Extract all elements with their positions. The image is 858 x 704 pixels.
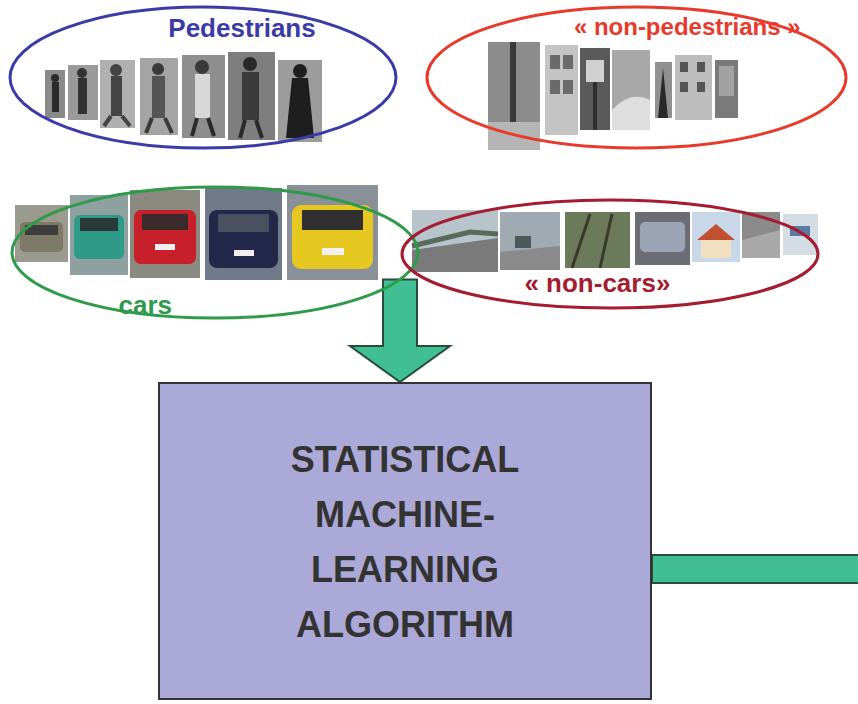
box-label: STATISTICAL MACHINE- LEARNING ALGORITHM <box>270 432 540 652</box>
non-pedestrian-thumbnails <box>488 42 738 150</box>
class-label: Pedestrians <box>168 15 315 41</box>
car-thumbnails <box>15 185 378 280</box>
class-label: « non-cars» <box>524 270 670 296</box>
class-ellipse: cars <box>10 185 420 320</box>
class-label: « non-pedestrians » <box>574 15 801 39</box>
pedestrian-thumbnails <box>45 52 322 142</box>
ellipse-outline <box>10 185 420 320</box>
class-label: cars <box>119 292 173 318</box>
non-car-thumbnails <box>412 210 818 272</box>
algorithm-box: STATISTICAL MACHINE- LEARNING ALGORITHM <box>158 382 652 700</box>
output-arrow <box>652 555 858 583</box>
class-ellipse: « non-pedestrians » <box>425 5 848 150</box>
block-arrow <box>350 279 450 382</box>
class-ellipse: Pedestrians <box>8 5 398 150</box>
class-ellipse: « non-cars» <box>400 198 820 310</box>
